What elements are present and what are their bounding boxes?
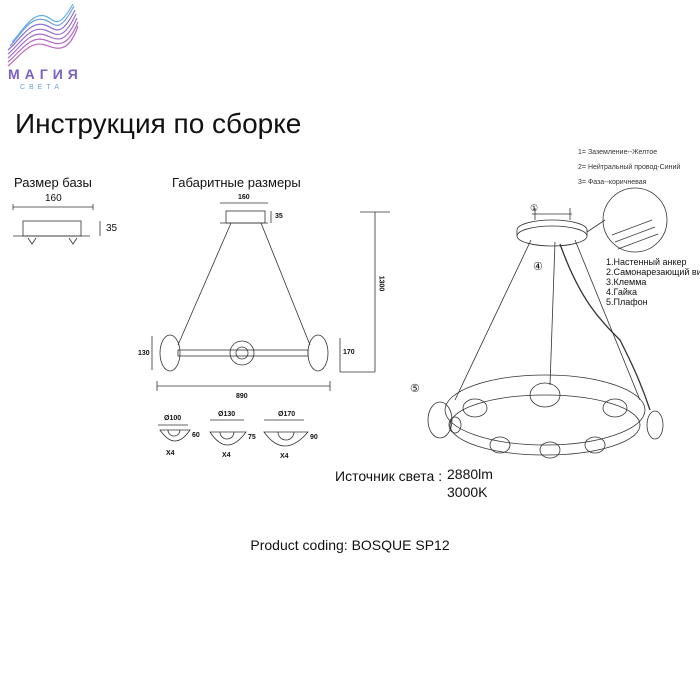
shade-3-diameter: Ø170 — [278, 411, 296, 418]
part-item: 3.Клемма — [606, 277, 647, 287]
light-source-temp: 3000K — [447, 484, 488, 500]
part-item: 4.Гайка — [606, 287, 638, 297]
base-drawing — [12, 204, 101, 245]
shade-1-qty: X4 — [166, 450, 175, 457]
side-height: 170 — [343, 349, 355, 356]
wiring-legend-3: 3= Фаза--коричневая — [578, 179, 646, 186]
callout-5: ⑤ — [410, 383, 420, 395]
legend-text: Фаза--коричневая — [587, 179, 647, 186]
shade-3-qty: X4 — [280, 453, 289, 460]
legend-num: 3= — [578, 179, 586, 186]
wiring-legend-1: 1= Заземление--Желтое — [578, 149, 657, 156]
page-title: Инструкция по сборке — [15, 108, 302, 139]
part-item: 1.Настенный анкер — [606, 257, 687, 267]
shade-1-diameter: Ø100 — [164, 415, 182, 422]
base-heading: Размер базы — [14, 175, 92, 190]
shade-height: 130 — [138, 350, 150, 357]
callout-4: ④ — [533, 261, 543, 273]
legend-text: Заземление--Желтое — [587, 149, 658, 156]
legend-text: Нейтральный провод-Синий — [587, 164, 681, 171]
base-width: 160 — [45, 193, 62, 204]
product-coding: Product coding: BOSQUE SP12 — [250, 537, 450, 553]
shade-2-height: 75 — [248, 434, 256, 441]
shade-2-diameter: Ø130 — [218, 411, 236, 418]
light-source-lumen: 2880lm — [447, 466, 493, 482]
shade-drawings — [158, 419, 309, 447]
shade-2-qty: X4 — [222, 452, 231, 459]
total-height: 1300 — [377, 275, 385, 292]
dimensions-heading: Габаритные размеры — [172, 175, 301, 190]
shade-1-height: 60 — [192, 432, 200, 439]
wiring-legend-2: 2= Нейтральный провод-Синий — [578, 164, 680, 171]
light-source-label: Источник света : — [335, 468, 443, 484]
base-height: 35 — [106, 223, 118, 234]
total-width: 890 — [236, 393, 248, 400]
logo-wave-icon — [7, 3, 79, 67]
shade-3-height: 90 — [310, 434, 318, 441]
logo-sub: СВЕТА — [20, 84, 64, 91]
canopy-width: 160 — [238, 194, 250, 201]
legend-num: 2= — [578, 164, 586, 171]
legend-num: 1= — [578, 149, 586, 156]
logo-word: МАГИЯ — [8, 66, 83, 82]
callout-1: ① — [530, 203, 539, 213]
canopy-height: 35 — [275, 213, 283, 220]
part-item: 5.Плафон — [606, 297, 648, 307]
assembly-drawing — [427, 187, 668, 459]
parts-list: 1.Настенный анкер 2.Самонарезающий винт … — [606, 257, 700, 307]
part-item: 2.Самонарезающий винт — [606, 267, 700, 277]
side-view-drawing — [151, 202, 390, 391]
